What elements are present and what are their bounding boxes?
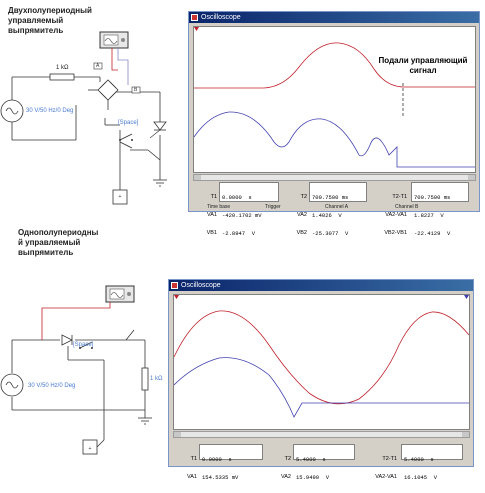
svg-text:+: + [119, 194, 122, 200]
oscilloscope-title-2: Oscilloscope [181, 282, 221, 289]
oscilloscope-title-1: Oscilloscope [201, 14, 241, 21]
thyristor-icon[interactable] [149, 121, 167, 139]
readout-2-col3: 5.4000 s 16.1045 V [401, 444, 463, 481]
oscilloscope-app-icon [191, 14, 198, 21]
oscilloscope-screen-1[interactable] [193, 26, 476, 173]
footer-channel-a[interactable]: Channel A [325, 204, 349, 210]
circuit2-resistor-label: 1 kΩ [150, 376, 163, 382]
cursor-1-marker-icon-2[interactable] [174, 295, 179, 299]
oscilloscope-instrument-icon-2[interactable] [105, 285, 135, 303]
ground-icon [153, 179, 167, 187]
oscilloscope-instrument-icon[interactable] [99, 31, 129, 49]
scroll-right-icon[interactable] [468, 175, 475, 180]
dc-supply-icon[interactable]: + [112, 189, 128, 205]
bridge-rectifier-icon[interactable] [88, 79, 119, 110]
oscilloscope-window-1[interactable]: Oscilloscope Подали управляющий сигнал T… [188, 11, 480, 237]
circuit2-schematic: + [0, 285, 152, 455]
oscilloscope-traces-2 [173, 295, 470, 418]
dc-supply-icon-2[interactable]: + [82, 439, 105, 455]
footer-time-base[interactable]: Time base [207, 204, 231, 210]
channel-b-trace-1 [193, 111, 475, 168]
oscilloscope-readout-1: T1 VA1 VB1 0.0000 s -420.1702 mV -2.8947… [193, 182, 476, 237]
oscilloscope-titlebar-2[interactable]: Oscilloscope [169, 280, 473, 291]
ac-source-icon[interactable] [0, 99, 24, 123]
oscilloscope-titlebar-1[interactable]: Oscilloscope [189, 12, 479, 23]
oscilloscope-readout-2: T1 VA1 0.0000 s 154.5335 mV T2 VA2 5.400… [173, 440, 470, 481]
oscilloscope-screen-2[interactable] [173, 294, 470, 430]
switch-icon-2[interactable] [79, 341, 93, 349]
circuit1-source-label: 30 V/50 Hz/0 Deg [26, 108, 74, 114]
readout-2-col2: 5.4000 s 15.9490 V [293, 444, 355, 481]
cursor-1-marker-icon[interactable] [194, 27, 199, 31]
readout-1-col3: 700.7500 ms 1.8227 V -22.4129 V [411, 182, 469, 237]
circuit1-key-label: [Space] [118, 120, 139, 126]
readout-1-col2: 700.7500 ms 1.4026 V -25.3077 V [309, 182, 367, 237]
svg-text:+: + [89, 446, 92, 452]
channel-a-trace-2 [173, 310, 470, 405]
footer-channel-b[interactable]: Channel B [395, 204, 419, 210]
cursor-2-marker-icon-2[interactable] [464, 295, 469, 299]
ac-source-icon-2[interactable] [0, 373, 24, 397]
channel-b-trace-2 [173, 357, 469, 418]
circuit2-key-label: [Space] [73, 342, 94, 348]
oscilloscope-scrollbar-2[interactable] [173, 431, 470, 438]
readout-1-col1: 0.0000 s -420.1702 mV -2.8947 V [219, 182, 279, 237]
circuit1-probe-a: A [96, 63, 100, 69]
oscilloscope-traces-1 [193, 27, 475, 168]
scroll-right-icon-2[interactable] [462, 432, 469, 437]
circuit2-heading: Однополупериодны й управляемый выпрямите… [18, 228, 99, 257]
channel-a-trace-1 [194, 42, 475, 89]
footer-trigger[interactable]: Trigger [265, 204, 281, 210]
circuit1-schematic: + [0, 31, 167, 205]
circuit2-source-label: 30 V/50 Hz/0 Deg [28, 383, 76, 389]
circuit1-resistor-label: 1 kΩ [56, 65, 69, 71]
ground-icon-2 [138, 410, 152, 425]
oscilloscope-window-2[interactable]: Oscilloscope T1 VA1 0.0000 s 154.5335 mV… [168, 279, 474, 481]
switch-icon[interactable] [119, 133, 133, 149]
scope1-annotation: Подали управляющий сигнал [378, 56, 468, 75]
scroll-left-icon-2[interactable] [174, 432, 181, 437]
scroll-left-icon[interactable] [194, 175, 201, 180]
resistor-icon-2[interactable] [141, 367, 149, 391]
thyristor-icon-2[interactable] [61, 334, 73, 346]
circuit1-probe-b: B [134, 87, 138, 93]
circuit1-heading: Двухполупериодный управляемый выпрямител… [8, 6, 92, 35]
readout-2-col1: 0.0000 s 154.5335 mV [199, 444, 263, 481]
oscilloscope-scrollbar-1[interactable] [193, 174, 476, 181]
oscilloscope-app-icon-2 [171, 282, 178, 289]
resistor-icon[interactable] [49, 73, 75, 81]
